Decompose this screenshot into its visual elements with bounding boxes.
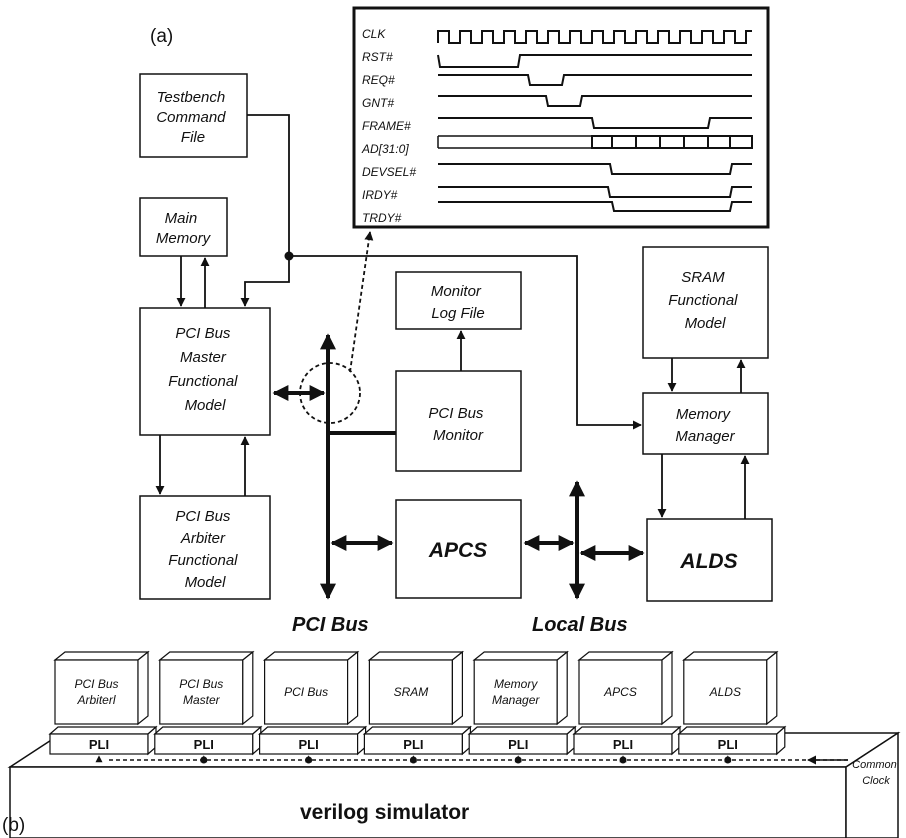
module-label: PCI Bus	[74, 677, 118, 691]
pli-base: PLI	[153, 725, 263, 756]
testbench-to-memory-manager-line	[289, 255, 642, 430]
pli-label: PLI	[403, 737, 423, 752]
pli-base: PLI	[467, 725, 577, 756]
wave-frame	[438, 117, 752, 129]
module-label: APCS	[603, 685, 637, 699]
pci-monitor-label: PCI Bus Monitor	[428, 405, 487, 444]
monitor-log-label: Monitor Log File	[431, 283, 485, 322]
wave-rst	[437, 54, 752, 68]
wave-req	[438, 74, 752, 86]
local-bus-label: Local Bus	[532, 614, 628, 636]
module-cube: SRAM	[367, 650, 465, 726]
module-5: PLI APCS	[572, 650, 682, 756]
module-label: PCI Bus	[284, 685, 328, 699]
wave-irdy	[438, 186, 752, 198]
pli-label: PLI	[298, 737, 318, 752]
clock-network	[95, 755, 848, 765]
module-2: PLI PCI Bus	[258, 650, 368, 756]
pci-bus-label: PCI Bus	[292, 614, 369, 636]
signal-label-devsel: DEVSEL#	[362, 165, 416, 179]
wave-clk	[437, 30, 752, 44]
alds-block	[646, 518, 773, 602]
module-label: Arbiterl	[76, 693, 115, 707]
signal-label-req: REQ#	[362, 73, 395, 87]
pci-arbiter-label: PCI Bus Arbiter Functional Model	[168, 508, 241, 591]
apcs-label: APCS	[428, 539, 487, 562]
sram-block	[642, 246, 769, 359]
clock-junction	[305, 756, 313, 764]
wave-devsel	[438, 163, 752, 175]
memory-manager-block	[642, 392, 769, 455]
main-memory-label: Main Memory	[156, 210, 212, 247]
module-label: Manager	[492, 693, 540, 707]
signal-label-trdy: TRDY#	[362, 211, 402, 225]
memory-manager-label: Memory Manager	[675, 406, 735, 445]
pli-base: PLI	[362, 725, 472, 756]
signal-label-clk: CLK	[362, 27, 386, 41]
module-cube: APCS	[577, 650, 674, 726]
sram-label: SRAM Functional Model	[668, 269, 741, 332]
pli-base: PLI	[48, 725, 158, 756]
wave-gnt	[438, 95, 752, 107]
probe-line	[349, 231, 374, 373]
module-3: PLI SRAM	[362, 650, 472, 756]
pci-master-label: PCI Bus Master Functional Model	[168, 325, 241, 414]
waveform-panel: CLK RST# REQ# GNT# FRAME# AD[31:0] DEVSE…	[352, 6, 770, 229]
clock-junction	[514, 756, 522, 764]
apcs-block	[395, 499, 522, 599]
clock-junction	[619, 756, 627, 764]
pli-label: PLI	[508, 737, 528, 752]
alds-label: ALDS	[679, 550, 737, 573]
common-clock-label: Common Clock	[852, 759, 900, 787]
module-cube: ALDS	[682, 650, 779, 726]
main-memory-block	[139, 197, 228, 257]
pci-master-block	[139, 307, 271, 436]
module-label: Master	[183, 693, 221, 707]
part-a-label: (a)	[150, 26, 173, 47]
module-label: SRAM	[394, 685, 429, 699]
testbench-line	[240, 114, 290, 307]
wave-ad	[437, 135, 753, 149]
signal-label-rst: RST#	[362, 50, 393, 64]
module-cube: PCI Bus	[262, 650, 360, 726]
junction-dot	[284, 251, 294, 261]
pci-arbiter-block	[139, 495, 271, 600]
monitor-log-block	[395, 271, 522, 330]
clock-junction	[724, 756, 732, 764]
pli-label: PLI	[89, 737, 109, 752]
signal-label-gnt: GNT#	[362, 96, 394, 110]
pli-label: PLI	[194, 737, 214, 752]
pci-monitor-block	[395, 370, 522, 472]
module-6: PLI ALDS	[677, 650, 787, 756]
wave-trdy	[438, 201, 752, 212]
signal-label-frame: FRAME#	[362, 119, 411, 133]
module-label: Memory	[494, 677, 538, 691]
pli-label: PLI	[718, 737, 738, 752]
clock-junction	[200, 756, 208, 764]
module-label: PCI Bus	[179, 677, 223, 691]
part-b-label: (b)	[2, 815, 25, 836]
module-label: ALDS	[709, 685, 741, 699]
signal-label-irdy: IRDY#	[362, 188, 398, 202]
pli-base: PLI	[572, 725, 682, 756]
pli-label: PLI	[613, 737, 633, 752]
testbench-label: Testbench Command File	[156, 89, 229, 146]
clock-junction	[409, 756, 417, 764]
simulator-label: verilog simulator	[300, 801, 469, 824]
pli-base: PLI	[677, 725, 787, 756]
pli-base: PLI	[258, 725, 368, 756]
signal-label-ad: AD[31:0]	[361, 142, 409, 156]
